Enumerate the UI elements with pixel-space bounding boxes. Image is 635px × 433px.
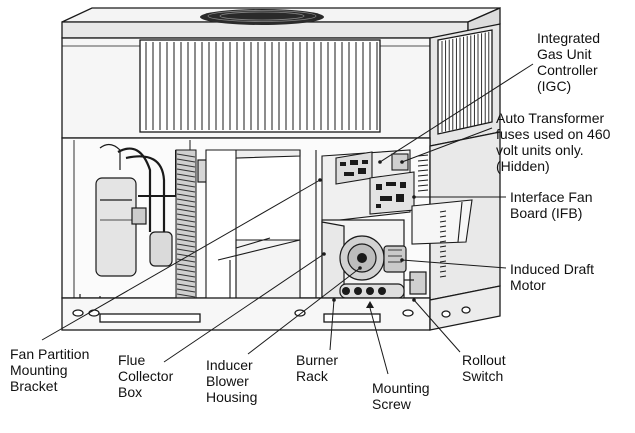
grille-bar: [176, 178, 196, 183]
grille-bar: [176, 198, 196, 203]
grille-bar: [176, 258, 196, 263]
grille-bar: [176, 158, 196, 163]
grille-bar: [176, 233, 196, 238]
leader-burner-rack: [329, 299, 335, 351]
grille-bar: [417, 159, 429, 162]
grille-bar: [176, 168, 196, 173]
leader-rollout-switch: [413, 299, 461, 353]
coil-section: [175, 149, 197, 301]
grille-bar: [176, 283, 196, 288]
grille-bar: [439, 270, 447, 273]
grille-bar: [439, 210, 447, 213]
top-fan-disc: [200, 9, 324, 25]
grille-bar: [417, 179, 429, 182]
leader-lines: [41, 63, 534, 375]
grille-bar: [417, 189, 429, 192]
grille-bar: [176, 263, 196, 268]
grille-bar: [176, 253, 196, 258]
label-inducer-blower-housing: Inducer Blower Housing: [206, 357, 258, 405]
grille-bar: [176, 183, 196, 188]
grille-bar: [439, 275, 447, 278]
control-area: [321, 149, 473, 278]
grille-bar: [176, 293, 196, 298]
grille-bar: [176, 223, 196, 228]
label-auto-transformer: Auto Transformer fuses used on 460 volt …: [496, 110, 611, 174]
grille-bar: [439, 245, 447, 248]
grille-bar: [439, 250, 447, 253]
leader-fan-partition-bracket: [41, 179, 321, 341]
label-ifb: Interface Fan Board (IFB): [510, 189, 593, 221]
grille-bar: [176, 273, 196, 278]
grille-bar: [439, 235, 447, 238]
grille-bar: [176, 243, 196, 248]
grille-bar: [176, 213, 196, 218]
cabinet-top: [61, 7, 501, 39]
grille-bar: [417, 169, 429, 172]
base-rail: [61, 285, 501, 331]
leader-mounting-screw: [369, 307, 389, 375]
grille-bar: [176, 153, 196, 158]
grille-bar: [176, 268, 196, 273]
grille-bar: [176, 163, 196, 168]
label-mounting-screw: Mounting Screw: [372, 380, 430, 412]
grille-bar: [439, 265, 447, 268]
grille-bar: [176, 218, 196, 223]
grille-bar: [439, 255, 447, 258]
grille-bar: [439, 230, 447, 233]
leader-inducer-blower-housing: [247, 267, 361, 355]
grille-bar: [176, 228, 196, 233]
grille-bar: [176, 248, 196, 253]
grille-bar: [439, 225, 447, 228]
label-igc: Integrated Gas Unit Controller (IGC): [537, 30, 601, 94]
grille-bar: [439, 215, 447, 218]
grille-bar: [439, 220, 447, 223]
middle-cavity: [205, 149, 301, 299]
label-induced-draft-motor: Induced Draft Motor: [510, 261, 595, 293]
leader-auto-transformer: [401, 127, 493, 163]
upper-front-panel: [61, 23, 501, 147]
grille-bar: [417, 174, 429, 177]
label-flue-collector-box: Flue Collector Box: [118, 352, 174, 400]
label-fan-partition-bracket: Fan Partition Mounting Bracket: [10, 346, 90, 394]
label-burner-rack: Burner Rack: [296, 352, 339, 384]
grille-bar: [417, 184, 429, 187]
grille-bar: [417, 164, 429, 167]
grille-bar: [176, 203, 196, 208]
leader-flue-collector-box: [163, 253, 325, 363]
grille-bar: [176, 288, 196, 293]
grille-bar: [439, 260, 447, 263]
grille-bar: [176, 173, 196, 178]
grille-bar: [176, 238, 196, 243]
grille-bar: [176, 208, 196, 213]
leader-igc: [379, 63, 534, 163]
leader-induced-draft-motor: [401, 259, 507, 269]
grille-bar: [439, 240, 447, 243]
label-rollout-switch: Rollout Switch: [462, 352, 506, 384]
grille-bar: [176, 193, 196, 198]
grille-bar: [176, 278, 196, 283]
grille-bar: [176, 188, 196, 193]
